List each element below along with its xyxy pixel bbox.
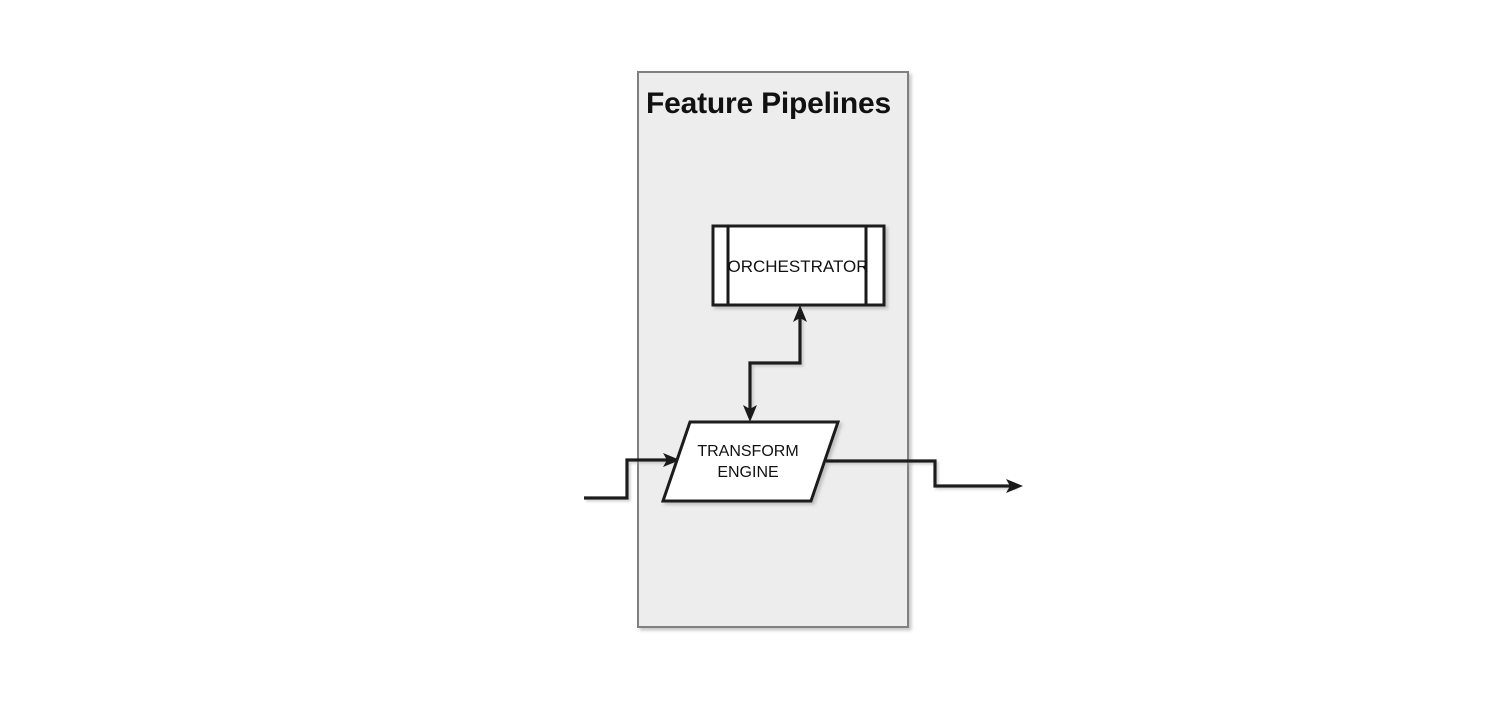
input-connector-path	[584, 458, 673, 500]
transform-engine-body-shape	[660, 420, 841, 503]
feature-pipelines-group[interactable]: Feature Pipelines	[637, 71, 909, 628]
output-connector[interactable]	[826, 459, 1023, 493]
down-arrowhead-icon	[743, 405, 757, 422]
orchestrator-body-rect	[711, 224, 886, 307]
orchestrator-label: ORCHESTRATOR	[727, 257, 868, 276]
up-arrowhead-icon	[793, 305, 807, 322]
group-title-label: Feature Pipelines	[646, 87, 891, 120]
group-container-rect	[637, 71, 909, 628]
node-transform-engine[interactable]: TRANSFORM ENGINE	[660, 420, 841, 503]
transform-engine-label-line1: TRANSFORM	[697, 443, 798, 460]
orchestrator-transform-path	[748, 312, 802, 413]
input-connector[interactable]	[584, 453, 680, 500]
output-connector-path	[826, 459, 1016, 488]
input-arrowhead-icon	[663, 453, 680, 467]
node-orchestrator[interactable]: ORCHESTRATOR	[711, 224, 886, 307]
transform-engine-label-line2: ENGINE	[717, 464, 778, 481]
orchestrator-transform-connector[interactable]	[743, 305, 807, 422]
output-arrowhead-icon	[1006, 479, 1023, 493]
